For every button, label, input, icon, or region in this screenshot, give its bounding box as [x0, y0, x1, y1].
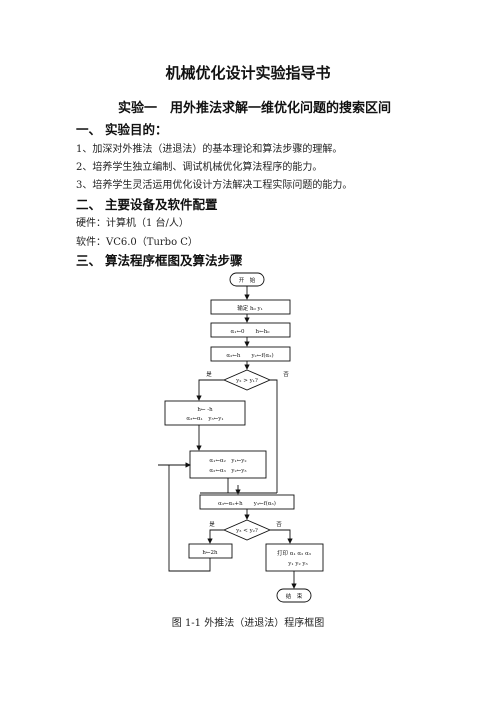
- reverse-box: [164, 400, 246, 426]
- reverse-label-1: h← -h: [197, 407, 213, 413]
- condition-1-label: y₂ > y₁?: [235, 378, 258, 384]
- section-2-heading: 主要设备及软件配置: [105, 197, 218, 212]
- section-1-heading: 实验目的：: [105, 122, 168, 137]
- advance-label: α₃←α₂+h y₃←f(α₃): [218, 500, 276, 507]
- condition-2-diamond: [222, 519, 272, 541]
- objective-3: 3、培养学生灵活运用优化设计方法解决工程实际问题的能力。: [76, 180, 353, 191]
- input-label: 输定 h₀ y₁: [237, 304, 263, 312]
- reverse-label-2: α₃←α₁ y₃←y₁: [186, 416, 223, 422]
- condition-2-label: y₃ < y₂?: [235, 528, 258, 534]
- swap-label-1: α₁←α₂ y₁←y₂: [209, 458, 246, 464]
- step-box: [210, 346, 291, 362]
- condition-1-diamond: [222, 369, 272, 391]
- section-3-number: 三、: [76, 253, 102, 268]
- print-label-1: 打印 α₁ α₂ α₃: [277, 549, 311, 557]
- section-2-number: 二、: [76, 197, 102, 212]
- software-line: 软件：VC6.0（Turbo C）: [76, 237, 198, 248]
- end-label: 结 束: [286, 592, 303, 600]
- input-box: [210, 299, 291, 315]
- print-label-2: y₁ y₂ y₃: [287, 561, 307, 567]
- condition-1-no: 否: [283, 371, 289, 378]
- print-box: [265, 543, 324, 572]
- condition-1-yes: 是: [206, 371, 212, 378]
- condition-2-no: 否: [276, 521, 282, 528]
- step-label: α₂←h y₂←f(α₂): [226, 352, 273, 359]
- init-box: [210, 322, 291, 338]
- document-title: 机械优化设计实验指导书: [165, 64, 331, 82]
- end-terminal: [276, 588, 312, 603]
- double-box: [188, 543, 233, 559]
- start-label: 开 始: [239, 276, 256, 284]
- experiment-subtitle: 实验一 用外推法求解一维优化问题的搜索区间: [118, 101, 392, 116]
- objective-2: 2、培养学生独立编制、调试机械优化算法程序的能力。: [76, 162, 323, 173]
- figure-caption: 图 1-1 外推法（进退法）程序框图: [171, 618, 325, 629]
- swap-label-2: α₂←α₃ y₂←y₃: [209, 468, 246, 474]
- condition-2-yes: 是: [209, 521, 215, 528]
- hardware-line: 硬件：计算机（1 台/人）: [76, 218, 189, 229]
- section-1-number: 一、: [76, 122, 102, 137]
- section-3-heading: 算法程序框图及算法步骤: [105, 253, 243, 268]
- objective-1: 1、加深对外推法（进退法）的基本理论和算法步骤的理解。: [76, 144, 343, 155]
- init-label: α₁←0 h←h₀: [231, 329, 271, 335]
- double-label: h←2h: [202, 550, 218, 556]
